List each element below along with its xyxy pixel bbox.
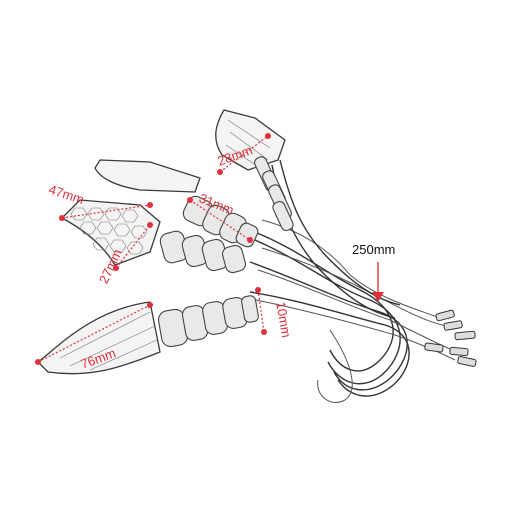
stem-left-middle: [159, 230, 247, 274]
stem-left-upper: [182, 195, 259, 248]
dimension-label-27mm: 27mm: [96, 247, 125, 286]
cable-length-label: 250mm: [352, 242, 395, 257]
cable-bundle: [249, 159, 456, 403]
turn-signal-top: [215, 109, 294, 232]
wire-terminals: [424, 309, 477, 367]
turn-signal-left-upper: [94, 159, 259, 248]
stem-bottom: [157, 295, 259, 348]
dimension-10mm: 10mm: [255, 287, 294, 339]
turn-signal-left-middle: [60, 199, 247, 274]
dimension-label-47mm: 47mm: [47, 182, 86, 207]
turn-signal-bottom: [36, 295, 259, 375]
dimension-label-10mm: 10mm: [273, 300, 294, 338]
cable-length-marker: 250mm: [352, 242, 395, 302]
stem-top: [254, 156, 294, 232]
